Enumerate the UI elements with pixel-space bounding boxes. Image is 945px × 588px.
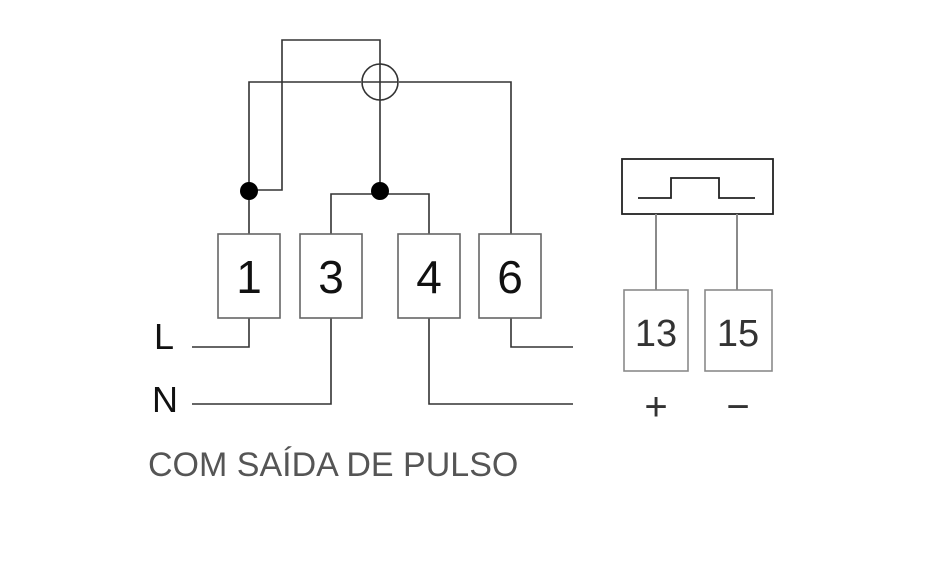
pulse-waveform-icon	[638, 177, 755, 199]
terminal-4-label: 4	[416, 251, 442, 303]
junction-dot-1	[240, 182, 258, 200]
wire-1-up	[248, 81, 361, 235]
pulse-symbol-box	[621, 158, 774, 215]
terminal-15-box	[704, 289, 773, 372]
diagram-caption: COM SAÍDA DE PULSO	[148, 446, 518, 484]
wire-N	[192, 318, 332, 405]
terminal-1-label: 1	[236, 251, 262, 303]
wire-load-6	[510, 318, 573, 348]
terminal-6-box	[478, 233, 542, 319]
terminal-block: 1 3 4 6	[217, 233, 542, 319]
terminal-1-box	[217, 233, 281, 319]
terminal-15-label: 15	[717, 313, 759, 355]
terminal-13-box	[623, 289, 689, 372]
terminal-3-label: 3	[318, 251, 344, 303]
minus-sign: −	[726, 385, 749, 429]
terminal-3-box	[299, 233, 363, 319]
junction-dot-2	[371, 182, 389, 200]
meter-wiring	[240, 39, 512, 235]
wire-loop-1	[249, 39, 381, 191]
wire-3-4	[330, 193, 430, 235]
external-wiring	[192, 318, 573, 405]
wire-load-4	[428, 318, 573, 405]
terminal-13-label: 13	[635, 313, 677, 355]
terminal-6-label: 6	[497, 251, 523, 303]
line-label-N: N	[152, 379, 178, 420]
wire-6	[399, 81, 512, 235]
plus-sign: +	[644, 385, 667, 429]
line-label-L: L	[154, 316, 174, 357]
wire-L	[192, 318, 250, 348]
terminal-4-box	[397, 233, 461, 319]
pulse-output: 13 15 + −	[621, 158, 774, 429]
